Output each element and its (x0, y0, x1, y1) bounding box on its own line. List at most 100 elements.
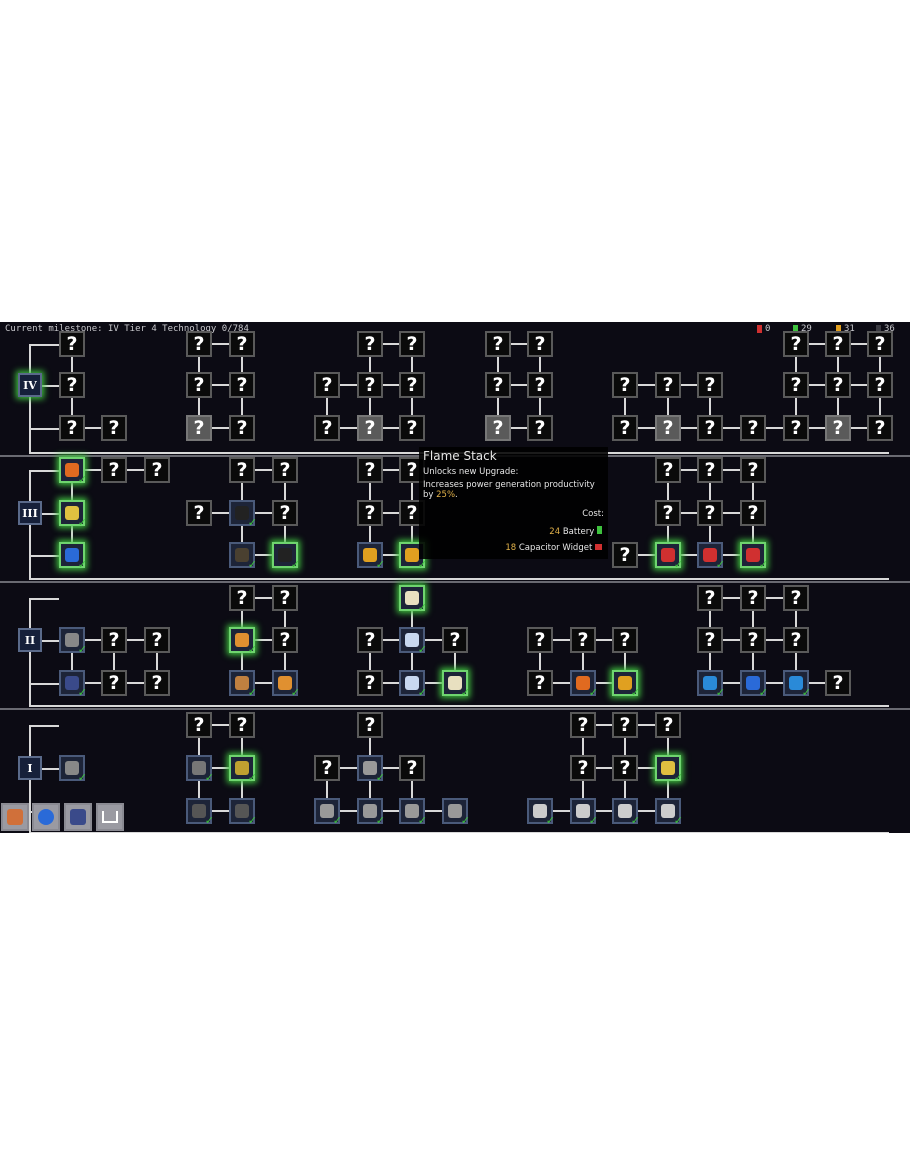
unknown-tech-node[interactable]: ? (867, 415, 893, 441)
unknown-tech-node[interactable]: ? (357, 712, 383, 738)
unlocked-tech-node[interactable]: ✓ (570, 670, 598, 699)
unknown-tech-node[interactable]: ? (655, 500, 681, 526)
unlocked-tech-node[interactable]: ✓ (59, 500, 87, 529)
unknown-tech-node[interactable]: ? (570, 712, 596, 738)
tier-button-IV[interactable]: IV (18, 373, 42, 397)
unknown-tech-node[interactable]: ? (272, 457, 298, 483)
unlocked-tech-node[interactable]: ✓ (59, 457, 87, 486)
unlocked-tech-node[interactable]: ✓ (399, 585, 427, 614)
unlocked-tech-node[interactable]: ✓ (527, 798, 555, 827)
unknown-tech-node[interactable]: ? (867, 372, 893, 398)
unknown-tech-node[interactable]: ? (59, 372, 85, 398)
unlocked-tech-node[interactable]: ✓ (229, 542, 257, 571)
unlocked-tech-node[interactable]: ✓ (229, 627, 257, 656)
unknown-tech-node[interactable]: ? (357, 500, 383, 526)
unknown-tech-node[interactable]: ? (825, 372, 851, 398)
unknown-tech-node[interactable]: ? (485, 372, 511, 398)
unknown-tech-node[interactable]: ? (612, 712, 638, 738)
unknown-tech-node[interactable]: ? (399, 755, 425, 781)
unlocked-tech-node[interactable]: ✓ (570, 798, 598, 827)
unknown-tech-node[interactable]: ? (527, 670, 553, 696)
unknown-tech-node[interactable]: ? (186, 372, 212, 398)
unknown-tech-node[interactable]: ? (825, 670, 851, 696)
unknown-tech-node[interactable]: ? (740, 500, 766, 526)
unknown-tech-node[interactable]: ? (697, 457, 723, 483)
unknown-tech-node[interactable]: ? (783, 627, 809, 653)
unlocked-tech-node[interactable]: ✓ (59, 755, 87, 784)
unknown-tech-node[interactable]: ? (655, 415, 681, 441)
unlocked-tech-node[interactable]: ✓ (59, 542, 87, 571)
unknown-tech-node[interactable]: ? (867, 331, 893, 357)
unknown-tech-node[interactable]: ? (697, 372, 723, 398)
unknown-tech-node[interactable]: ? (229, 331, 255, 357)
unlocked-tech-node[interactable]: ✓ (229, 755, 257, 784)
unlocked-tech-node[interactable]: ✓ (272, 670, 300, 699)
unknown-tech-node[interactable]: ? (186, 331, 212, 357)
unknown-tech-node[interactable]: ? (272, 500, 298, 526)
unlocked-tech-node[interactable]: ✓ (186, 798, 214, 827)
unknown-tech-node[interactable]: ? (314, 415, 340, 441)
unknown-tech-node[interactable]: ? (229, 585, 255, 611)
unlocked-tech-node[interactable]: ✓ (697, 542, 725, 571)
unknown-tech-node[interactable]: ? (186, 415, 212, 441)
unknown-tech-node[interactable]: ? (59, 331, 85, 357)
unlocked-tech-node[interactable]: ✓ (442, 670, 470, 699)
unlocked-tech-node[interactable]: ✓ (229, 798, 257, 827)
unlocked-tech-node[interactable]: ✓ (186, 755, 214, 784)
unlocked-tech-node[interactable]: ✓ (229, 500, 257, 529)
unknown-tech-node[interactable]: ? (357, 627, 383, 653)
unknown-tech-node[interactable]: ? (59, 415, 85, 441)
unlocked-tech-node[interactable]: ✓ (783, 670, 811, 699)
unknown-tech-node[interactable]: ? (825, 415, 851, 441)
unknown-tech-node[interactable]: ? (357, 415, 383, 441)
unknown-tech-node[interactable]: ? (399, 331, 425, 357)
unknown-tech-node[interactable]: ? (485, 331, 511, 357)
unknown-tech-node[interactable]: ? (740, 415, 766, 441)
unknown-tech-node[interactable]: ? (101, 670, 127, 696)
unlocked-tech-node[interactable]: ✓ (655, 755, 683, 784)
unknown-tech-node[interactable]: ? (186, 500, 212, 526)
unknown-tech-node[interactable]: ? (527, 415, 553, 441)
unknown-tech-node[interactable]: ? (101, 627, 127, 653)
unknown-tech-node[interactable]: ? (399, 415, 425, 441)
unlocked-tech-node[interactable]: ✓ (399, 798, 427, 827)
unknown-tech-node[interactable]: ? (229, 457, 255, 483)
unlocked-tech-node[interactable]: ✓ (357, 798, 385, 827)
unknown-tech-node[interactable]: ? (655, 457, 681, 483)
unknown-tech-node[interactable]: ? (442, 627, 468, 653)
unlocked-tech-node[interactable]: ✓ (59, 670, 87, 699)
unknown-tech-node[interactable]: ? (612, 542, 638, 568)
unknown-tech-node[interactable]: ? (144, 627, 170, 653)
unknown-tech-node[interactable]: ? (783, 415, 809, 441)
unknown-tech-node[interactable]: ? (229, 415, 255, 441)
unlocked-tech-node[interactable]: ✓ (399, 670, 427, 699)
unlocked-tech-node[interactable]: ✓ (655, 542, 683, 571)
unknown-tech-node[interactable]: ? (357, 331, 383, 357)
unknown-tech-node[interactable]: ? (272, 585, 298, 611)
unlocked-tech-node[interactable]: ✓ (59, 627, 87, 656)
unknown-tech-node[interactable]: ? (272, 627, 298, 653)
unlocked-tech-node[interactable]: ✓ (357, 542, 385, 571)
unknown-tech-node[interactable]: ? (825, 331, 851, 357)
unknown-tech-node[interactable]: ? (357, 670, 383, 696)
unknown-tech-node[interactable]: ? (783, 331, 809, 357)
unlocked-tech-node[interactable]: ✓ (612, 670, 640, 699)
unknown-tech-node[interactable]: ? (357, 457, 383, 483)
unknown-tech-node[interactable]: ? (612, 415, 638, 441)
unknown-tech-node[interactable]: ? (570, 627, 596, 653)
unlocked-tech-node[interactable]: ✓ (357, 755, 385, 784)
unknown-tech-node[interactable]: ? (229, 712, 255, 738)
tier-button-III[interactable]: III (18, 501, 42, 525)
unknown-tech-node[interactable]: ? (697, 415, 723, 441)
unlocked-tech-node[interactable]: ✓ (229, 670, 257, 699)
unknown-tech-node[interactable]: ? (740, 627, 766, 653)
unknown-tech-node[interactable]: ? (101, 457, 127, 483)
unknown-tech-node[interactable]: ? (783, 372, 809, 398)
unknown-tech-node[interactable]: ? (697, 585, 723, 611)
unlocked-tech-node[interactable]: ✓ (314, 798, 342, 827)
unknown-tech-node[interactable]: ? (527, 627, 553, 653)
unknown-tech-node[interactable]: ? (655, 372, 681, 398)
tier-button-I[interactable]: I (18, 756, 42, 780)
unknown-tech-node[interactable]: ? (697, 500, 723, 526)
unknown-tech-node[interactable]: ? (527, 372, 553, 398)
